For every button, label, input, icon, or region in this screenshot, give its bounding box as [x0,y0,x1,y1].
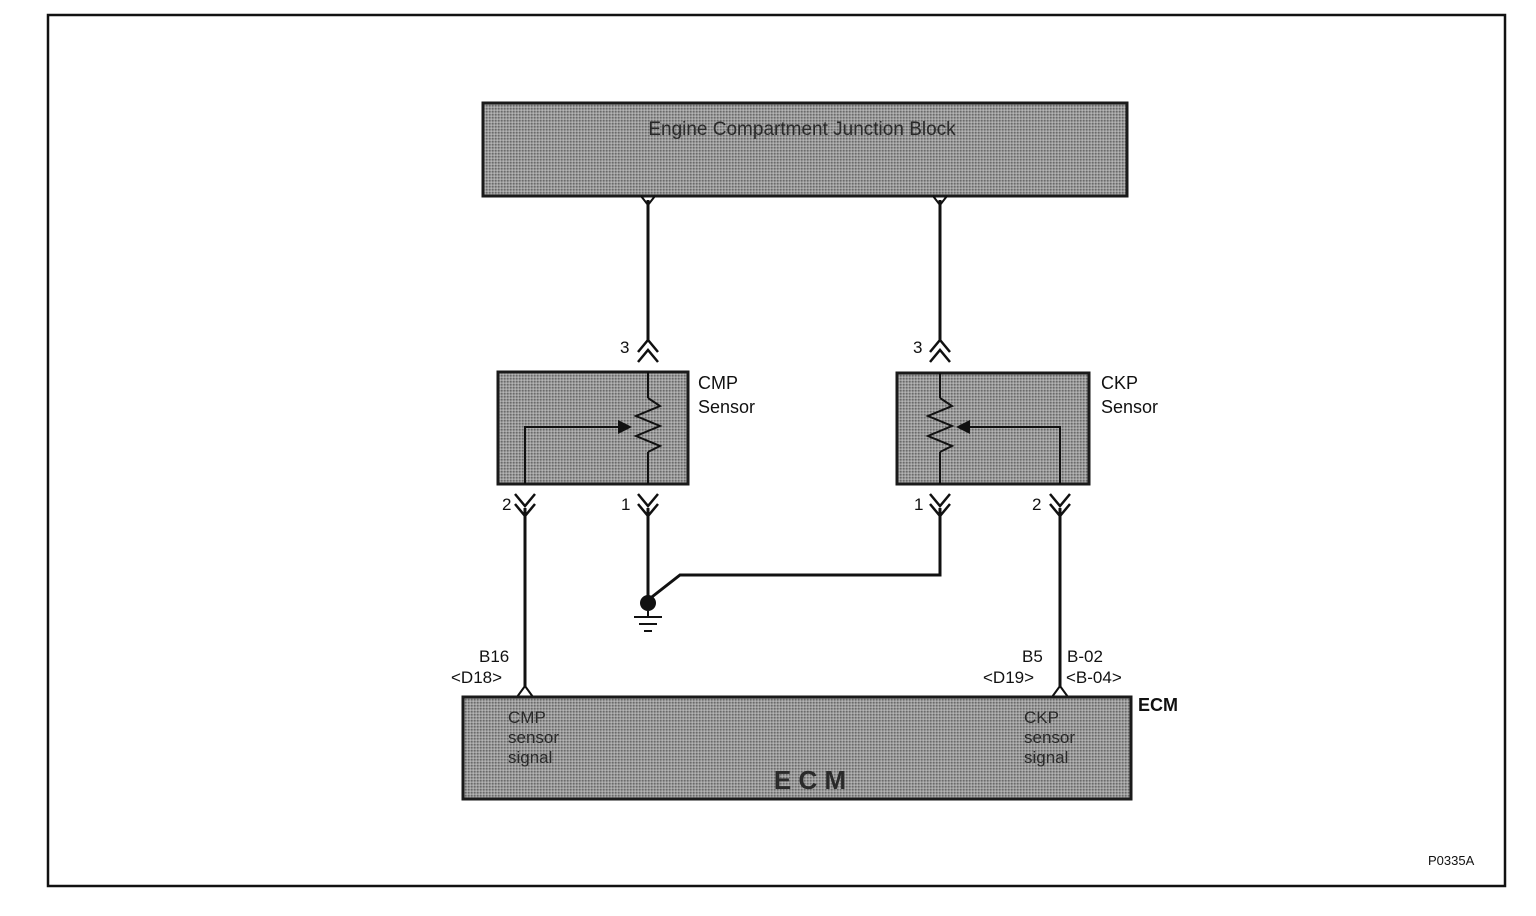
ckp-wiper-arrow-icon [956,420,970,434]
ecm-box: CMP sensor signal CKP sensor signal E C … [461,695,1133,801]
ckp-pin3-connector [929,338,951,363]
ckp-sensor-label: CKP [1101,373,1138,393]
ecm-cmp-signal-label-2: sensor [508,728,559,747]
ckp-pin1-connector [929,493,951,518]
ckp-pin1-number: 1 [914,495,923,514]
ecm-ckp-signal-label: CKP [1024,708,1059,727]
figure-code: P0335A [1428,853,1475,868]
ecm-side-label: ECM [1138,695,1178,715]
ground-icon [634,595,662,632]
cmp-pin1-number: 1 [621,495,630,514]
ckp-pin3-number: 3 [913,338,922,357]
ckp-sensor-label-2: Sensor [1101,397,1158,417]
junction-block: Engine Compartment Junction Block [481,101,1129,198]
cmp-sensor-label-2: Sensor [698,397,755,417]
wires [523,200,1062,688]
cmp-sensor-label: CMP [698,373,738,393]
ecm-ckp-pin: B5 [1022,647,1043,666]
ecm-cmp-pin-alt: <D18> [451,668,502,687]
wire-ckp-ground [647,508,942,602]
ecm-ckp-pin2: B-02 [1067,647,1103,666]
cmp-pin2-number: 2 [502,495,511,514]
cmp-pin1-connector [637,493,659,518]
ecm-ckp-signal-label-3: signal [1024,748,1068,767]
ecm-cmp-pin: B16 [479,647,509,666]
ecm-ckp-pin2-alt: <B-04> [1066,668,1122,687]
ecm-ckp-pin-alt: <D19> [983,668,1034,687]
cmp-pin2-connector [514,493,536,518]
cmp-sensor [496,370,690,486]
ecm-center-label: E C M [774,765,846,795]
ckp-pin2-connector [1049,493,1071,518]
ckp-resistor-icon [925,397,955,453]
cmp-pin3-connector [637,338,659,363]
ecm-cmp-signal-label: CMP [508,708,546,727]
diagram-frame [46,13,1507,888]
ckp-sensor [895,371,1091,486]
junction-connectors [640,195,948,207]
junction-block-label: Engine Compartment Junction Block [648,119,956,140]
ckp-pin2-number: 2 [1032,495,1041,514]
ecm-cmp-signal-label-3: signal [508,748,552,767]
cmp-resistor-icon [633,397,663,453]
cmp-pin3-number: 3 [620,338,629,357]
cmp-wiper-arrow-icon [618,420,632,434]
ecm-ckp-signal-label-2: sensor [1024,728,1075,747]
ecm-connectors [516,684,1069,698]
